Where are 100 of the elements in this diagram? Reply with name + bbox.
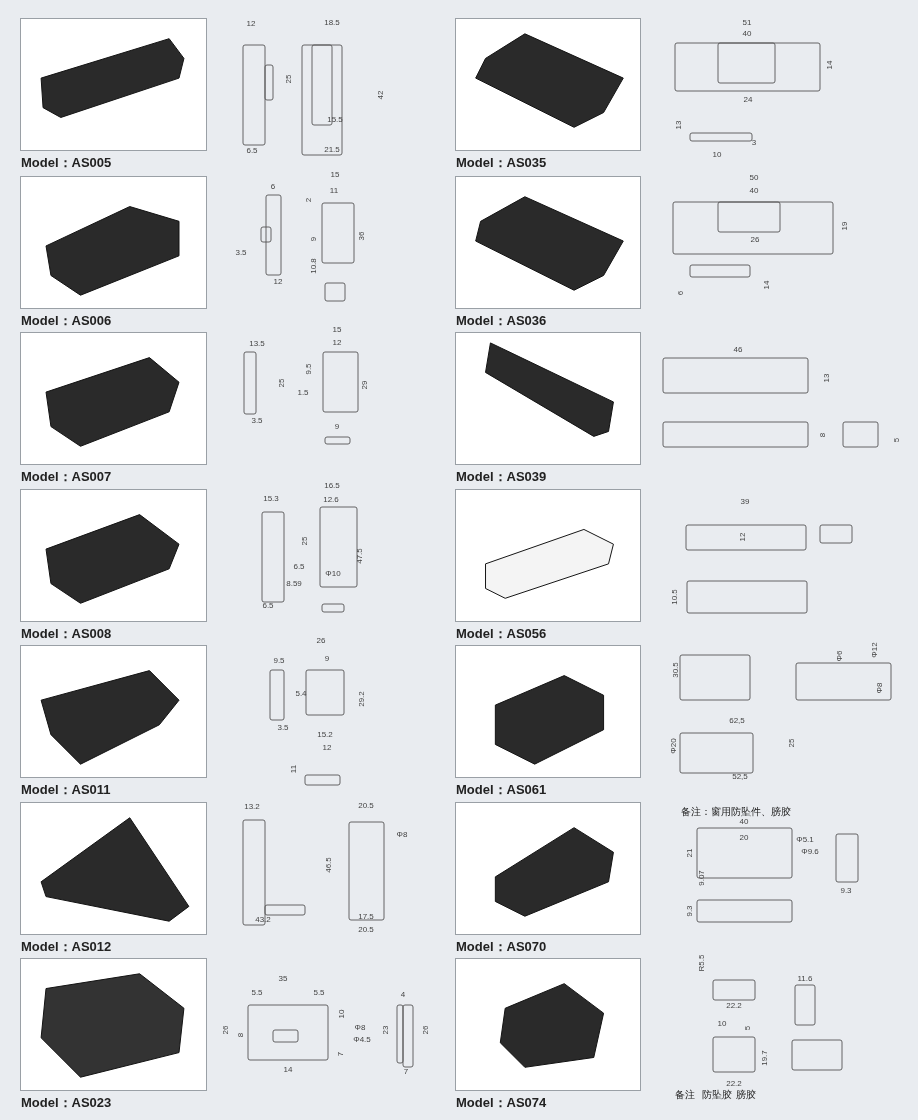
dimension-label: 9.3 bbox=[686, 905, 694, 917]
dimension-label: 26 bbox=[750, 236, 760, 244]
dimension-label: 22.2 bbox=[726, 1080, 742, 1088]
dimension-label: Φ6 bbox=[836, 650, 844, 662]
dimension-label: 12 bbox=[273, 278, 283, 286]
dimension-label: 12 bbox=[332, 339, 342, 347]
dimension-label: 4 bbox=[400, 991, 406, 999]
dimension-label: 11 bbox=[290, 764, 298, 774]
dimension-label: 52,5 bbox=[732, 773, 748, 781]
dimension-label: 35 bbox=[278, 975, 288, 983]
dimension-label: 46.5 bbox=[325, 857, 333, 873]
model-caption: Model：AS012 bbox=[21, 938, 112, 956]
dimension-label: 2 bbox=[305, 197, 313, 203]
dimension-label: 26 bbox=[316, 637, 326, 645]
product-photo bbox=[20, 176, 207, 309]
dimension-label: 3.5 bbox=[251, 417, 263, 425]
dimension-label: 6.5 bbox=[262, 602, 274, 610]
dimension-label: 30.5 bbox=[672, 662, 680, 678]
model-caption: Model：AS005 bbox=[21, 154, 112, 172]
model-caption: Model：AS070 bbox=[456, 938, 547, 956]
dimension-label: 10 bbox=[712, 151, 722, 159]
dimension-label: 5.5 bbox=[251, 989, 263, 997]
dimension-label: 5 bbox=[744, 1025, 752, 1031]
dimension-label: 20.5 bbox=[358, 926, 374, 934]
model-caption: Model：AS035 bbox=[456, 154, 547, 172]
model-caption: Model：AS007 bbox=[21, 468, 112, 486]
dimension-label: 3.5 bbox=[235, 249, 247, 257]
dimension-label: 25 bbox=[788, 738, 796, 748]
dimension-label: Φ8 bbox=[396, 831, 408, 839]
dimension-label: 备注 bbox=[675, 1090, 695, 1100]
dimension-label: 21 bbox=[686, 848, 694, 858]
dimension-label: 18.5 bbox=[324, 19, 340, 27]
model-caption: Model：AS008 bbox=[21, 625, 112, 643]
dimension-label: 14 bbox=[826, 60, 834, 70]
dimension-label: 24 bbox=[743, 96, 753, 104]
dimension-label: 15 bbox=[332, 326, 342, 334]
dimension-label: 防坠胶 bbox=[702, 1090, 732, 1100]
dimension-label: 15.2 bbox=[317, 731, 333, 739]
dimension-label: Φ8 bbox=[876, 682, 884, 694]
product-photo bbox=[20, 645, 207, 778]
dimension-label: Φ20 bbox=[670, 738, 678, 754]
dimension-label: 8.59 bbox=[286, 580, 302, 588]
dimension-label: 9 bbox=[310, 236, 318, 242]
dimension-label: 10 bbox=[338, 1009, 346, 1019]
dimension-label: 3 bbox=[751, 139, 757, 147]
dimension-label: 10 bbox=[717, 1020, 727, 1028]
product-photo bbox=[455, 332, 641, 465]
dimension-label: 29.2 bbox=[358, 691, 366, 707]
dimension-label: 11 bbox=[329, 187, 339, 195]
dimension-label: 26 bbox=[222, 1025, 230, 1035]
dimension-label: 13.5 bbox=[249, 340, 265, 348]
dimension-label: 43.2 bbox=[255, 916, 271, 924]
product-photo bbox=[20, 958, 207, 1091]
dimension-label: 10.5 bbox=[671, 589, 679, 605]
dimension-label: 9.5 bbox=[273, 657, 285, 665]
dimension-label: 20.5 bbox=[358, 802, 374, 810]
dimension-label: 9.07 bbox=[698, 870, 706, 886]
dimension-label: 40 bbox=[742, 30, 752, 38]
dimension-label: 50 bbox=[749, 174, 759, 182]
dimension-label: 5.5 bbox=[313, 989, 325, 997]
dimension-label: 15 bbox=[330, 171, 340, 179]
model-caption: Model：AS006 bbox=[21, 312, 112, 330]
product-photo bbox=[455, 18, 641, 151]
dimension-label: 22.2 bbox=[726, 1002, 742, 1010]
dimension-label: 7 bbox=[337, 1051, 345, 1057]
dimension-label: 3.5 bbox=[277, 724, 289, 732]
dimension-label: R5.5 bbox=[698, 954, 706, 972]
dimension-label: 12.6 bbox=[323, 496, 339, 504]
dimension-label: 9.5 bbox=[305, 363, 313, 375]
dimension-label: 9.3 bbox=[840, 887, 852, 895]
dimension-label: 25 bbox=[285, 74, 293, 84]
dimension-label: 40 bbox=[749, 187, 759, 195]
dimension-label: 13 bbox=[823, 373, 831, 383]
dimension-label: Φ9.6 bbox=[801, 848, 819, 856]
dimension-label: 25 bbox=[301, 536, 309, 546]
dimension-label: Φ4.5 bbox=[353, 1036, 371, 1044]
product-photo bbox=[455, 176, 641, 309]
model-caption: Model：AS074 bbox=[456, 1094, 547, 1112]
dimension-label: 42 bbox=[377, 90, 385, 100]
product-photo bbox=[455, 489, 641, 622]
dimension-label: 19.7 bbox=[761, 1050, 769, 1066]
dimension-label: 备注：窗用防坠件、膀胶 bbox=[681, 807, 791, 817]
dimension-label: 6.5 bbox=[246, 147, 258, 155]
dimension-label: 13.2 bbox=[244, 803, 260, 811]
dimension-label: 6.5 bbox=[293, 563, 305, 571]
dimension-label: 8 bbox=[237, 1032, 245, 1038]
dimension-label: 62,5 bbox=[729, 717, 745, 725]
dimension-label: 5 bbox=[893, 437, 901, 443]
dimension-label: 6 bbox=[677, 290, 685, 296]
dimension-label: 21.5 bbox=[324, 146, 340, 154]
dimension-label: Φ10 bbox=[325, 570, 341, 578]
product-photo bbox=[455, 958, 641, 1091]
dimension-label: 10.8 bbox=[310, 258, 318, 274]
product-photo bbox=[455, 645, 641, 778]
dimension-label: 39 bbox=[740, 498, 750, 506]
product-photo bbox=[455, 802, 641, 935]
dimension-label: 29 bbox=[361, 380, 369, 390]
model-caption: Model：AS039 bbox=[456, 468, 547, 486]
dimension-label: 14 bbox=[763, 280, 771, 290]
model-caption: Model：AS036 bbox=[456, 312, 547, 330]
